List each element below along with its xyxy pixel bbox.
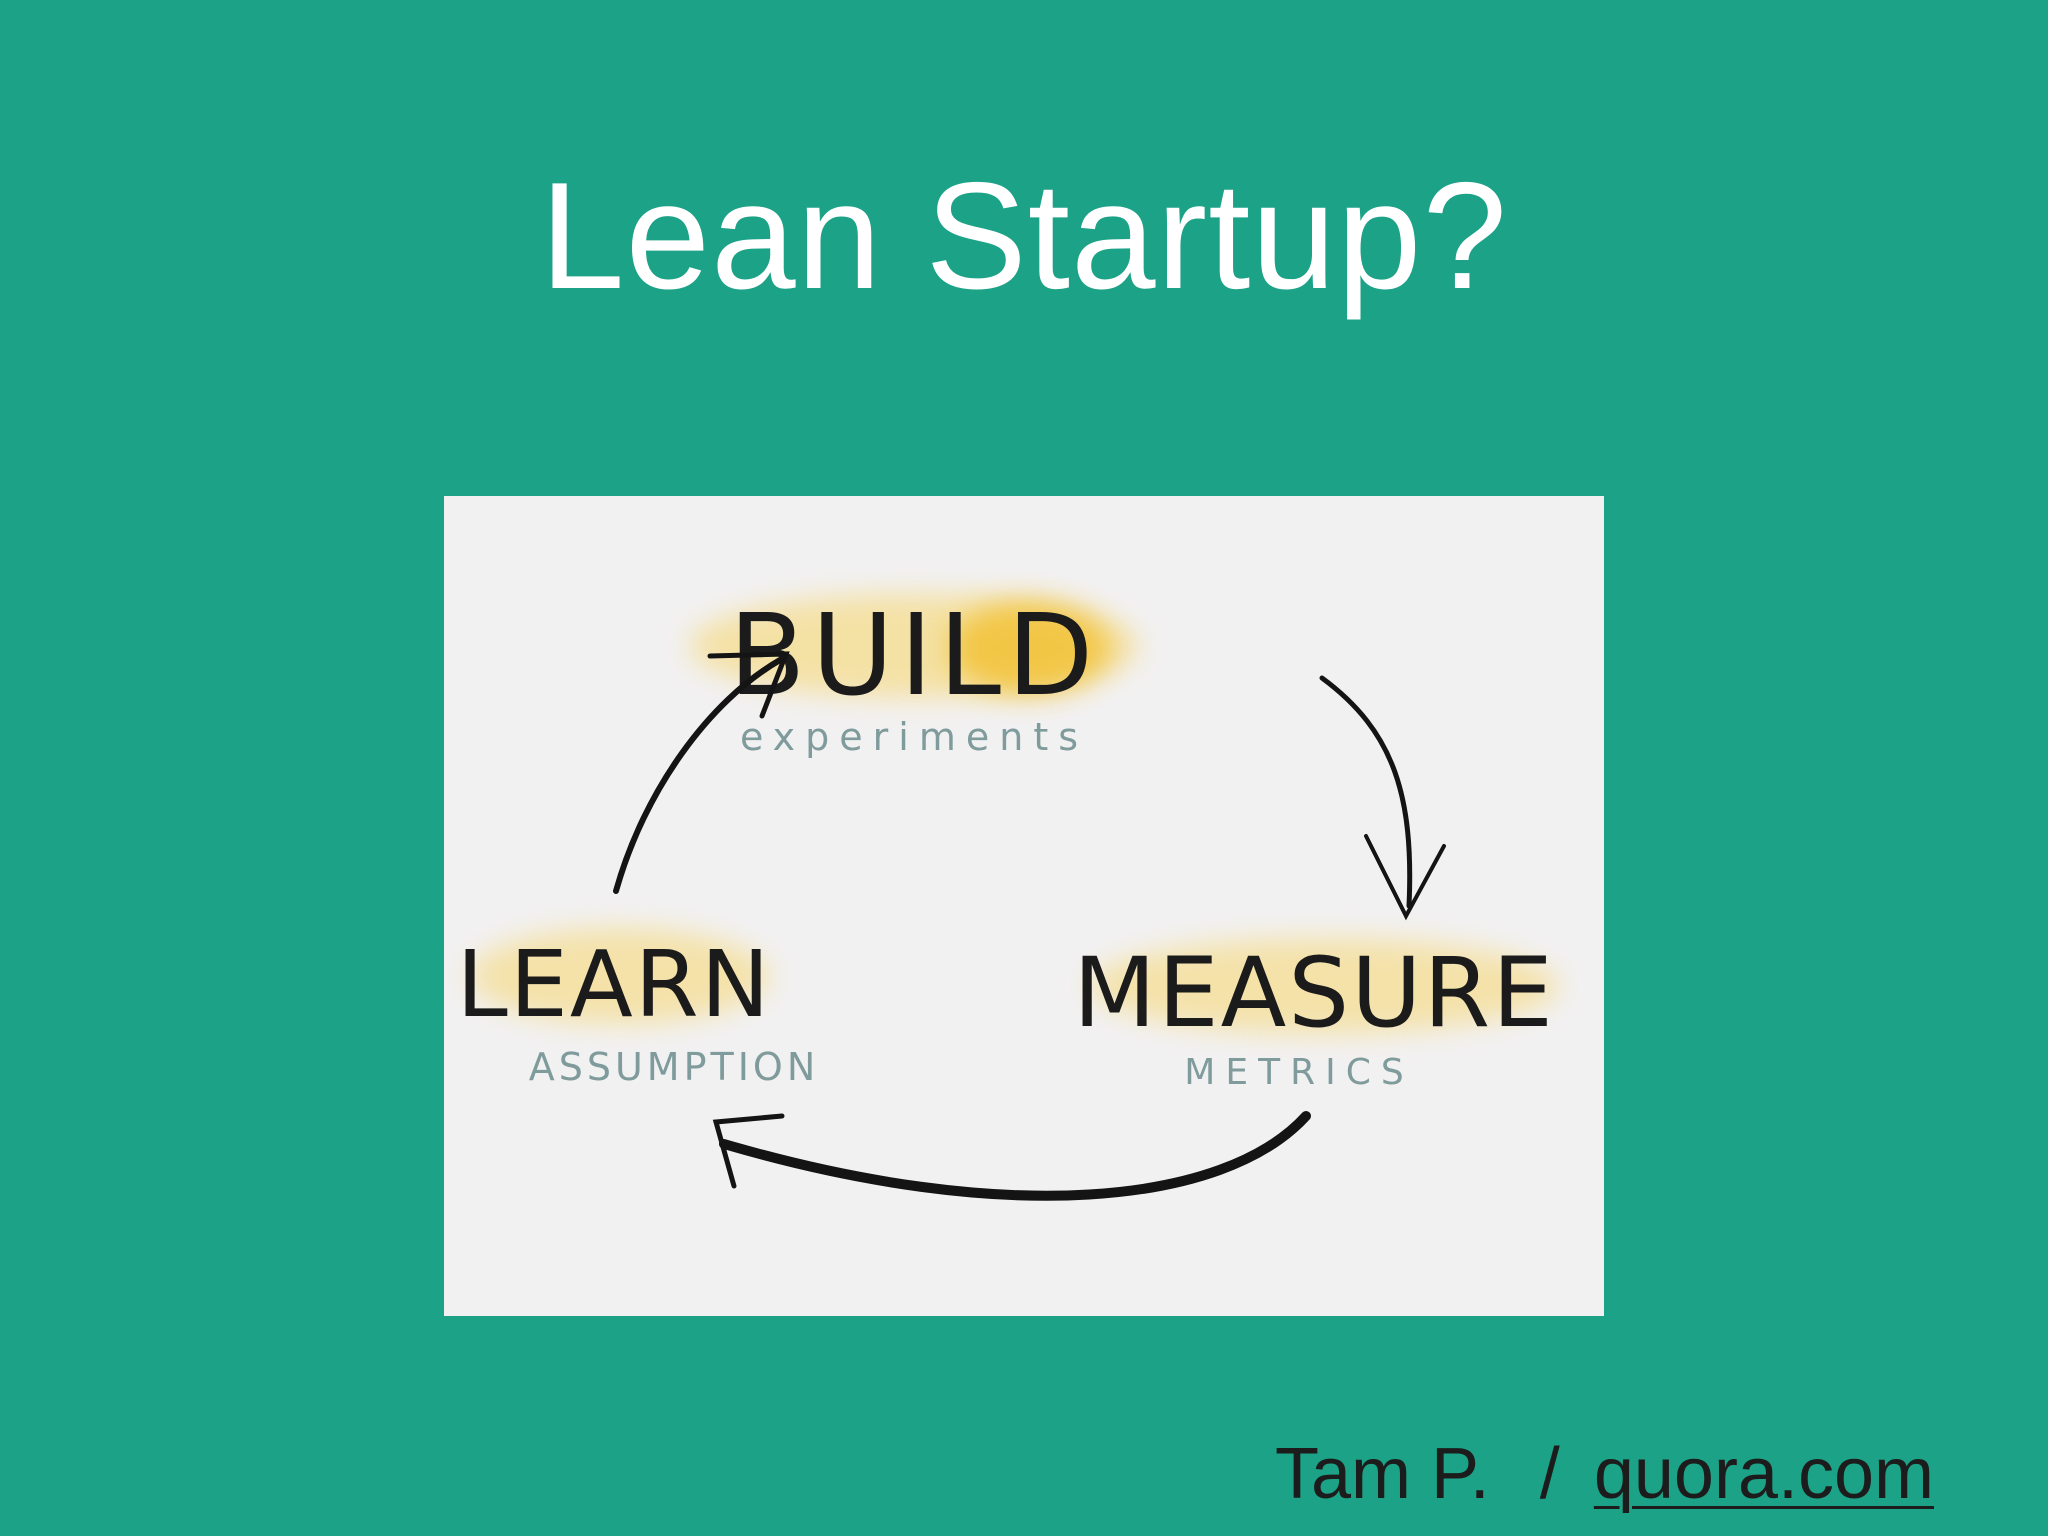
credit-author: Tam P.: [1275, 1434, 1490, 1514]
lean-cycle-svg: BUILD experiments MEASURE METRICS LEARN …: [456, 591, 1559, 1201]
learn-sublabel: ASSUMPTION: [529, 1045, 820, 1089]
learn-label: LEARN: [456, 931, 771, 1038]
measure-label: MEASURE: [1073, 937, 1555, 1049]
arrow-build-to-measure: [1319, 675, 1446, 921]
arrow-measure-to-learn: [712, 1111, 1311, 1201]
build-highlight: [689, 594, 1139, 698]
measure-highlight: [1089, 938, 1559, 1034]
build-label: BUILD: [729, 591, 1099, 721]
build-sublabel: experiments: [740, 715, 1088, 759]
arrow-learn-to-build: [613, 651, 790, 894]
lean-cycle-diagram: BUILD experiments MEASURE METRICS LEARN …: [444, 496, 1604, 1316]
measure-sublabel: METRICS: [1184, 1052, 1413, 1093]
credit-separator: /: [1539, 1434, 1560, 1514]
source-link[interactable]: quora.com: [1593, 1434, 1934, 1514]
slide-credit: Tam P. / quora.com: [1275, 1438, 1934, 1510]
learn-highlight: [469, 928, 769, 1024]
slide-title: Lean Startup?: [540, 151, 1508, 321]
